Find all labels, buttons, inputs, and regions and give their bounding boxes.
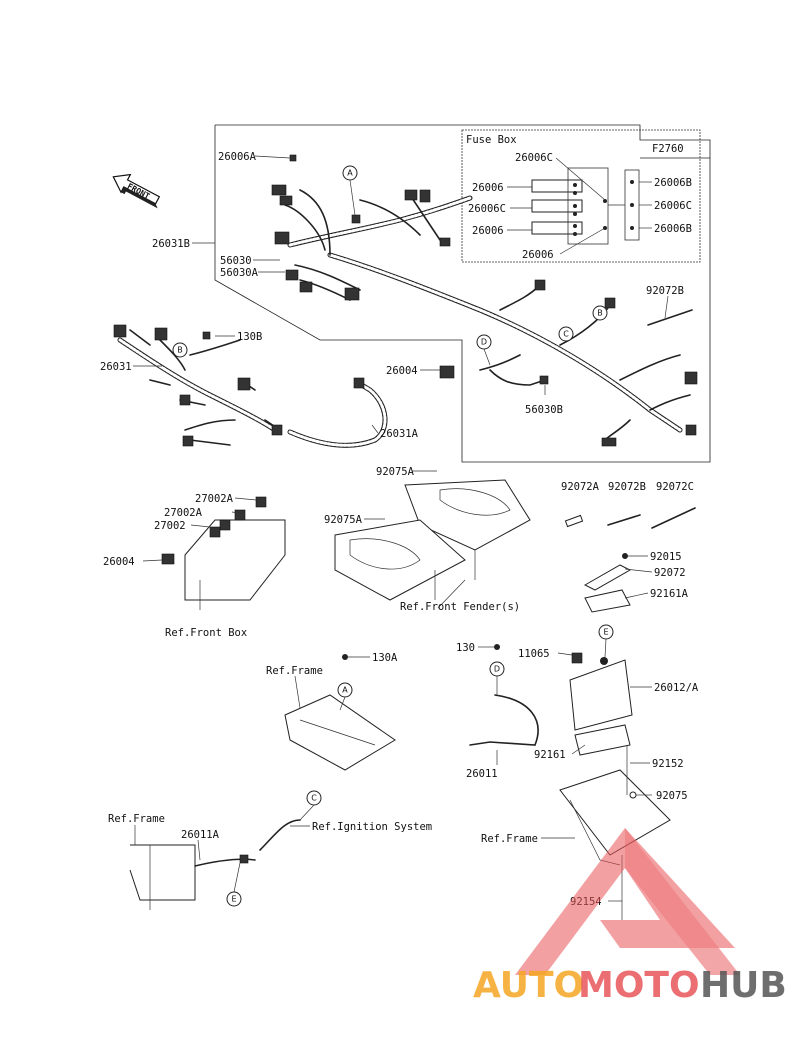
label-92072: 92072 xyxy=(654,567,686,579)
small-parts-clamps xyxy=(564,309,696,529)
automotohub-watermark: AUTO MOTO HUB xyxy=(473,828,787,1006)
sub-harness-26031 xyxy=(113,324,283,447)
label-27002A-1: 27002A xyxy=(195,493,234,505)
label-27002: 27002 xyxy=(154,520,186,532)
ref-front-box: Ref.Front Box xyxy=(165,627,247,639)
label-92075A-1: 92075A xyxy=(376,466,415,478)
fuse-label-26006C-mid: 26006C xyxy=(468,203,506,215)
label-130B: 130B xyxy=(237,331,262,343)
label-56030: 56030 xyxy=(220,255,252,267)
ref-frame-1: Ref.Frame xyxy=(266,665,323,677)
leader-lines xyxy=(133,155,669,902)
front-fenders xyxy=(334,479,531,601)
fuse-label-26006C-right: 26006C xyxy=(654,200,692,212)
label-26012A: 26012/A xyxy=(654,682,699,694)
small-harness-d xyxy=(489,369,546,386)
callout-e-1: E xyxy=(603,628,608,637)
label-130: 130 xyxy=(456,642,475,654)
figure-code: F2760 xyxy=(652,143,684,155)
fuse-box-inset: Fuse Box xyxy=(461,129,701,263)
label-26004-box: 26004 xyxy=(103,556,135,568)
label-92075A-2: 92075A xyxy=(324,514,363,526)
label-26004-top: 26004 xyxy=(386,365,418,377)
callout-d-1: D xyxy=(481,338,487,347)
label-26031B: 26031B xyxy=(152,238,190,250)
label-92075: 92075 xyxy=(656,790,688,802)
fuse-label-26006B-1: 26006B xyxy=(654,177,692,189)
frame-section-lower-left xyxy=(129,819,301,910)
label-92161: 92161 xyxy=(534,749,566,761)
ref-frame-3: Ref.Frame xyxy=(481,833,538,845)
ref-ignition-system: Ref.Ignition System xyxy=(312,821,432,833)
ref-front-fender: Ref.Front Fender(s) xyxy=(400,601,520,613)
callout-c-1: C xyxy=(563,330,569,339)
label-26011A: 26011A xyxy=(181,829,220,841)
label-92072C: 92072C xyxy=(656,481,694,493)
fuse-label-26006-2: 26006 xyxy=(472,225,504,237)
frame-section-a xyxy=(284,654,396,771)
fuse-box-title: Fuse Box xyxy=(466,134,517,146)
ref-frame-2: Ref.Frame xyxy=(108,813,165,825)
cable-26011 xyxy=(469,694,539,746)
watermark-text-moto: MOTO xyxy=(578,965,700,1006)
label-92161A: 92161A xyxy=(650,588,689,600)
callout-a-2: A xyxy=(342,686,348,695)
ref-frame-1-leader xyxy=(294,675,301,709)
label-11065: 11065 xyxy=(518,648,550,660)
fuse-label-26006-3: 26006 xyxy=(522,249,554,261)
label-130A: 130A xyxy=(372,652,398,664)
callout-b-1: B xyxy=(177,346,183,355)
fuse-label-26006-1: 26006 xyxy=(472,182,504,194)
label-56030B: 56030B xyxy=(525,404,563,416)
part-56030B-clip xyxy=(539,375,549,385)
battery-assembly xyxy=(559,553,671,920)
part-26004-relay-top xyxy=(439,365,455,379)
callout-b-2: B xyxy=(597,309,603,318)
fuse-label-26006C-top: 26006C xyxy=(515,152,553,164)
label-92072B: 92072B xyxy=(608,481,646,493)
label-92072A: 92072A xyxy=(561,481,600,493)
label-92015: 92015 xyxy=(650,551,682,563)
label-92072B-top: 92072B xyxy=(646,285,684,297)
label-26006A: 26006A xyxy=(218,151,257,163)
label-27002A-2: 27002A xyxy=(164,507,203,519)
front-arrow-icon: FRONT xyxy=(112,173,161,209)
front-box xyxy=(161,496,286,610)
label-26011: 26011 xyxy=(466,768,498,780)
label-26031: 26031 xyxy=(100,361,132,373)
harness-26031A xyxy=(287,377,388,448)
label-56030A: 56030A xyxy=(220,267,259,279)
harness-group-outline xyxy=(214,124,711,463)
callout-circles: A A B B C C D D E E xyxy=(172,165,614,907)
callout-d-2: D xyxy=(494,665,500,674)
watermark-logo-icon xyxy=(515,828,740,975)
callout-e-2: E xyxy=(231,895,236,904)
fuse-label-26006B-2: 26006B xyxy=(654,223,692,235)
main-harness-26031B xyxy=(271,154,698,447)
label-26031A: 26031A xyxy=(380,428,419,440)
watermark-text-hub: HUB xyxy=(700,965,787,1006)
callout-a-1: A xyxy=(347,169,353,178)
label-92152: 92152 xyxy=(652,758,684,770)
watermark-text-auto: AUTO xyxy=(473,965,584,1006)
callout-c-2: C xyxy=(311,794,317,803)
